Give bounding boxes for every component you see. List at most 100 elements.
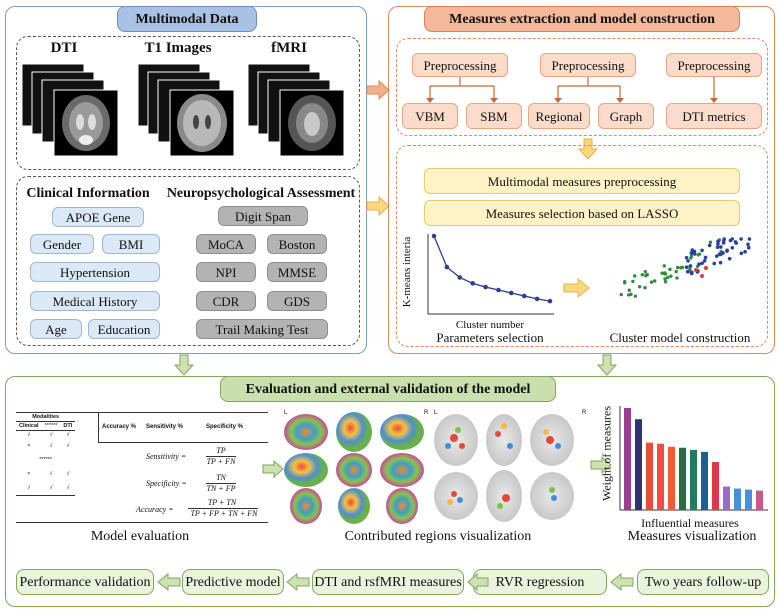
clinical-item: APOE Gene: [52, 207, 144, 227]
measure-output: SBM: [466, 103, 522, 129]
cluster-point: [746, 245, 751, 250]
cluster-point: [674, 269, 678, 274]
table-cell: √: [66, 485, 70, 491]
cluster-point: [719, 245, 723, 249]
cluster-point: [734, 241, 738, 245]
clinical-neuro-box: [16, 176, 360, 346]
cluster-point: [739, 237, 743, 241]
measure-output: Regional: [528, 103, 590, 129]
cluster-point: [707, 243, 712, 248]
regions-caption: Contributed regions visualization: [344, 529, 532, 544]
cluster-point: [702, 259, 707, 263]
neuro-item: Boston: [267, 234, 327, 254]
col-dti: DTI: [63, 423, 73, 429]
table-cell: √: [66, 432, 70, 438]
cluster-point: [627, 288, 631, 292]
bar: [668, 446, 675, 510]
cluster-point: [703, 255, 708, 260]
bar: [679, 447, 686, 510]
bar: [690, 449, 697, 510]
table-cell: √: [66, 443, 70, 449]
sensitivity-den: TP + FN: [206, 457, 236, 466]
clustering-box: [396, 145, 768, 347]
step-preprocessing: Multimodal measures preprocessing: [424, 168, 740, 194]
cluster-point: [718, 260, 723, 265]
preprocessing-node: Preprocessing: [666, 53, 762, 77]
elbow-point: [444, 264, 450, 270]
fmri-image-stack: [248, 64, 345, 157]
bar: [723, 486, 730, 510]
bar: [756, 490, 763, 510]
step-rvr: RVR regression: [473, 569, 607, 595]
clinical-title: Clinical Information: [26, 186, 150, 201]
preprocessing-node: Preprocessing: [412, 53, 508, 77]
table-cell: √: [49, 443, 53, 449]
preprocessing-node: Preprocessing: [540, 53, 636, 77]
cluster-point: [725, 248, 729, 253]
cluster-point: [746, 242, 750, 247]
brain-lr-label: L: [284, 410, 288, 416]
neuro-title: Neuropsychological Assessment: [166, 186, 356, 201]
col-specificity: Specificity %: [206, 424, 244, 430]
clinical-item: Education: [88, 319, 160, 339]
cluster-point: [643, 270, 648, 274]
evaluation-title: Evaluation and external validation of th…: [220, 376, 556, 402]
col-sensitivity: Sensitivity %: [146, 424, 184, 430]
preprocessing-connectors: [426, 77, 718, 103]
accuracy-den: TP + FP + TN + FN: [190, 509, 258, 518]
cluster-center: [700, 274, 704, 278]
cluster-point: [619, 292, 623, 297]
bar: [635, 419, 642, 510]
neuro-item: GDS: [267, 291, 327, 311]
bar-caption: Measures visualization: [627, 529, 757, 544]
down-arrow-right-icon: [597, 354, 617, 376]
cluster-point: [649, 280, 654, 284]
cluster-point: [730, 246, 735, 250]
clinical-item: Hypertension: [30, 262, 160, 282]
parameters-selection-caption: Parameters selection: [436, 330, 544, 345]
bar: [701, 451, 708, 510]
cluster-point: [663, 280, 668, 284]
pipeline-arrow-icon: [157, 573, 181, 591]
cluster-point: [712, 261, 717, 266]
arrow-to-bars-icon: [590, 456, 612, 474]
cluster-point: [637, 284, 642, 289]
cluster-point: [666, 275, 670, 280]
table-cell: ×: [27, 443, 31, 449]
neuro-item: Trail Making Test: [196, 319, 328, 339]
cluster-point: [631, 279, 635, 284]
cluster-point: [663, 277, 667, 281]
specificity-den: TN + FP: [206, 484, 236, 493]
cluster-point: [668, 267, 672, 272]
brain-lr-label: R: [582, 410, 587, 416]
cluster-point: [747, 237, 752, 241]
clinical-item: BMI: [102, 234, 160, 254]
measures-bar-chart: [619, 406, 768, 511]
cluster-scatter: [619, 237, 752, 298]
cluster-point: [696, 253, 700, 257]
clinical-item: Gender: [30, 234, 94, 254]
brain-lr-label: R: [424, 410, 429, 416]
arrow-to-measures-icon: [366, 80, 390, 100]
brain-regions-render: [284, 412, 574, 524]
accuracy-num: TP + TN: [207, 498, 237, 507]
cluster-point: [688, 264, 693, 268]
sensitivity-num: TP: [216, 446, 226, 455]
cluster-point: [652, 279, 657, 283]
metrics-table: Modalities Clinical ****** DTI √√√ ×√√ *…: [16, 412, 268, 524]
neuro-item: CDR: [196, 291, 256, 311]
specificity-lhs: Specificity =: [146, 479, 187, 488]
elbow-point: [496, 287, 501, 293]
table-cell: ******: [39, 457, 53, 463]
elbow-chart: [427, 233, 554, 315]
multimodal-title: Multimodal Data: [117, 6, 257, 32]
cluster-point: [644, 274, 648, 278]
cluster-point: [727, 256, 732, 261]
cluster-point: [714, 254, 719, 258]
measure-output: VBM: [402, 103, 458, 129]
pipeline-arrow-icon: [610, 573, 634, 591]
cluster-point: [700, 248, 704, 253]
accuracy-lhs: Accuracy =: [136, 505, 174, 514]
cluster-point: [692, 249, 697, 254]
cluster-point: [623, 279, 627, 284]
